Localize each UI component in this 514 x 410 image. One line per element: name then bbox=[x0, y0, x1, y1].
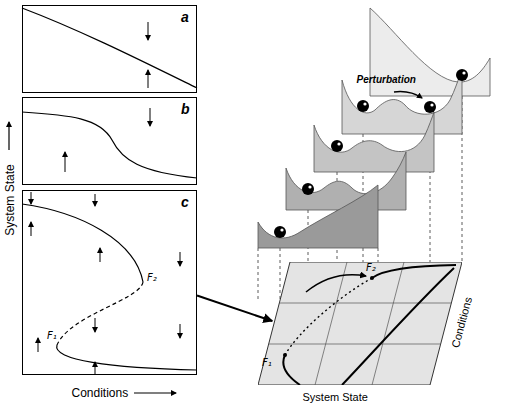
panel-b-curve bbox=[22, 112, 197, 178]
fold-point-label: F₁ bbox=[262, 358, 272, 368]
flow-arrows bbox=[100, 248, 101, 262]
landscape-sheets bbox=[342, 70, 462, 134]
ball-highlights bbox=[337, 142, 340, 145]
flow-arrows bbox=[31, 192, 32, 204]
flow-arrows bbox=[65, 152, 66, 172]
plane-fold-curve bbox=[372, 265, 456, 278]
condition-plane bbox=[258, 262, 462, 385]
connector-arrow bbox=[197, 295, 272, 321]
flow-arrows bbox=[180, 252, 181, 266]
plane-fold-curve bbox=[342, 268, 454, 385]
flow-arrows bbox=[180, 324, 181, 338]
landscape-sheets bbox=[258, 8, 490, 248]
panel-b-curve bbox=[22, 112, 197, 178]
fold-curve bbox=[57, 345, 197, 370]
plane-grid bbox=[269, 344, 441, 345]
balls bbox=[456, 69, 468, 81]
flow-arrows bbox=[38, 338, 39, 352]
perturbation-arrow bbox=[394, 92, 422, 98]
graph-panel: b bbox=[22, 97, 197, 185]
landscape-sheets bbox=[258, 185, 378, 248]
ball-highlights bbox=[363, 102, 366, 105]
landscape-sheets bbox=[286, 152, 406, 210]
plane-outline bbox=[258, 262, 462, 385]
plane-grid bbox=[315, 262, 347, 385]
ball-highlights bbox=[430, 103, 433, 106]
fold-curve bbox=[57, 282, 143, 345]
perturbation-arrow bbox=[394, 92, 422, 98]
panel-a-curve bbox=[22, 8, 197, 88]
plane-fold-curve bbox=[285, 278, 372, 355]
axis-label: System State bbox=[3, 164, 15, 235]
balls bbox=[331, 140, 343, 152]
panel-letter: a bbox=[181, 10, 189, 24]
projection-lines bbox=[258, 248, 259, 300]
balls bbox=[274, 226, 286, 238]
plane-grid bbox=[279, 303, 451, 304]
projection-lines bbox=[378, 248, 379, 262]
plane-fold-curve bbox=[283, 355, 300, 385]
balls bbox=[424, 101, 436, 113]
flow-arrows bbox=[31, 222, 32, 236]
flow-arrows bbox=[150, 108, 151, 126]
fold-points bbox=[283, 276, 374, 357]
graph-panel: a bbox=[22, 5, 197, 93]
plane-fold-curve bbox=[306, 275, 366, 292]
flow-arrows bbox=[148, 70, 149, 88]
ball-highlights bbox=[280, 71, 465, 231]
axis-arrows bbox=[8, 122, 9, 150]
fold-curve bbox=[22, 204, 197, 370]
balls bbox=[302, 183, 314, 195]
fold-point-label: F₂ bbox=[147, 273, 157, 283]
flow-arrows bbox=[31, 22, 180, 374]
axis-label: Conditions bbox=[72, 387, 129, 399]
ball-highlights bbox=[462, 71, 465, 74]
axis-arrows bbox=[134, 392, 176, 393]
fold-curve bbox=[22, 204, 143, 282]
axis-label: Conditions bbox=[450, 295, 474, 348]
plane-fold-curve bbox=[283, 265, 456, 385]
fold-points bbox=[283, 353, 287, 357]
fold-point-label: F₂ bbox=[366, 263, 376, 273]
axis-arrows bbox=[9, 122, 176, 393]
fold-points bbox=[370, 276, 374, 280]
flow-arrows bbox=[95, 362, 96, 374]
panel-letter: c bbox=[181, 195, 189, 209]
condition-plane: F₁ F₂ bbox=[258, 262, 462, 385]
flow-arrows bbox=[95, 194, 96, 206]
panel-letter: b bbox=[181, 102, 190, 116]
annotation: Perturbation bbox=[357, 75, 416, 85]
axis-label: System State bbox=[303, 392, 368, 403]
ball-highlights bbox=[280, 228, 283, 231]
ball-highlights bbox=[308, 185, 311, 188]
landscape-sheets bbox=[314, 112, 434, 172]
flow-arrows bbox=[148, 22, 149, 40]
flow-arrows bbox=[95, 318, 96, 332]
panel-a-curve bbox=[22, 8, 197, 88]
balls bbox=[274, 69, 468, 238]
fold-point-label: F₁ bbox=[47, 331, 57, 341]
graph-panel: cF₁ F₂ bbox=[22, 190, 197, 375]
balls bbox=[357, 100, 369, 112]
